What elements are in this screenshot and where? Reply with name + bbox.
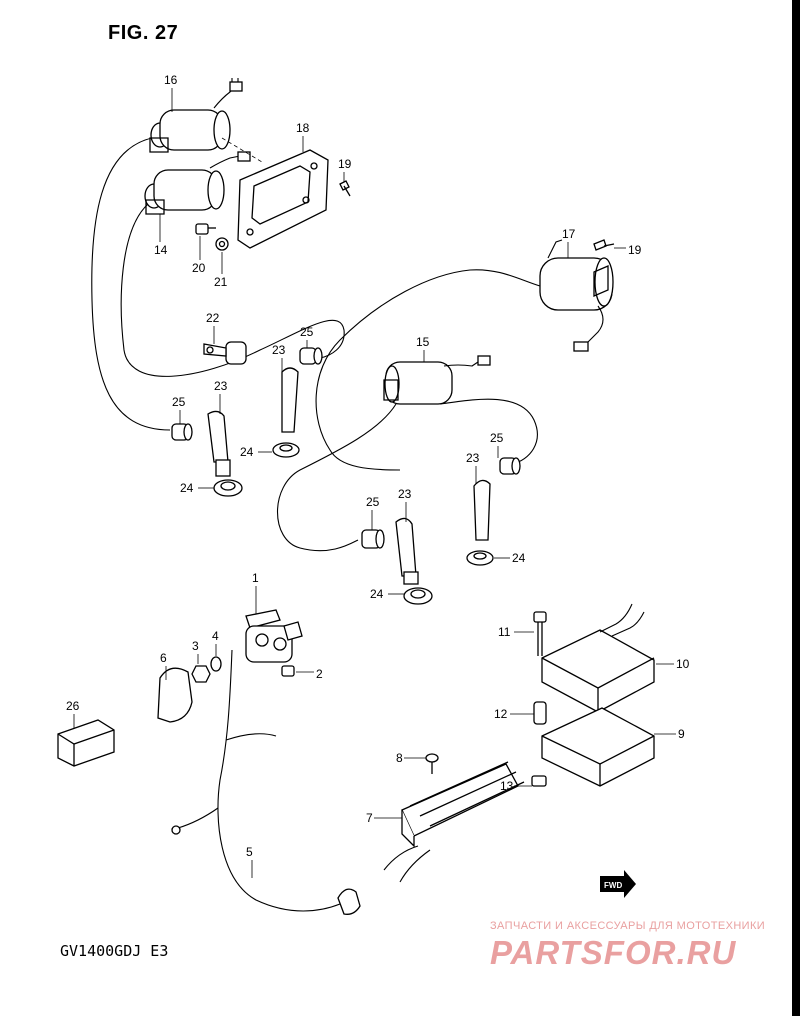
callout-20: 20	[192, 261, 206, 275]
ignition-coil-15[interactable]	[383, 355, 491, 405]
bolt-19-upper[interactable]	[339, 180, 351, 197]
callouts: 16 18 19 14 20 21 17 19 22 25 23 15 23 2…	[66, 73, 690, 878]
callout-5: 5	[246, 845, 253, 859]
nut-3[interactable]	[191, 665, 211, 683]
watermark-tagline: ЗАПЧАСТИ И АКСЕССУАРЫ ДЛЯ МОТОТЕХНИКИ	[490, 920, 766, 932]
seal-24-a[interactable]	[213, 479, 243, 497]
callout-25-c: 25	[490, 431, 504, 445]
callout-19-upper: 19	[338, 157, 352, 171]
callout-13: 13	[500, 779, 514, 793]
callout-3: 3	[192, 639, 199, 653]
callout-14: 14	[154, 243, 168, 257]
spacer-12[interactable]	[533, 701, 547, 725]
callout-7: 7	[366, 811, 373, 825]
seal-24-b[interactable]	[272, 442, 300, 458]
part-26[interactable]	[57, 719, 115, 767]
callout-12: 12	[494, 707, 508, 721]
fwd-label: FWD	[604, 881, 622, 890]
callout-24-b: 24	[240, 445, 254, 459]
screw-8[interactable]	[425, 753, 439, 774]
callout-4: 4	[212, 629, 219, 643]
callout-2: 2	[316, 667, 323, 681]
ignition-coil-17[interactable]	[539, 239, 614, 352]
callout-25-b: 25	[300, 325, 314, 339]
bolt-19-right[interactable]	[593, 239, 615, 251]
callout-15: 15	[416, 335, 430, 349]
seal-24-d[interactable]	[403, 587, 433, 605]
callout-26: 26	[66, 699, 80, 713]
ignitor-unit-10[interactable]	[541, 603, 655, 713]
callout-6: 6	[160, 651, 167, 665]
wire-harness-5[interactable]	[171, 649, 361, 915]
regulator-rectifier-7[interactable]	[383, 761, 525, 883]
plug-cap-23-a[interactable]	[207, 410, 231, 477]
nut-2[interactable]	[281, 665, 295, 677]
coil-bracket-18[interactable]	[237, 149, 329, 249]
callout-21: 21	[214, 275, 228, 289]
callout-25-d: 25	[366, 495, 380, 509]
callout-11: 11	[498, 625, 511, 639]
plug-cap-23-c[interactable]	[473, 479, 491, 541]
boot-25-a[interactable]	[171, 423, 193, 441]
callout-18: 18	[296, 121, 310, 135]
callout-10: 10	[676, 657, 690, 671]
boot-25-d[interactable]	[361, 529, 385, 549]
callout-16: 16	[164, 73, 178, 87]
callout-24-a: 24	[180, 481, 194, 495]
ignition-coil-14[interactable]	[144, 151, 251, 215]
starter-relay-1[interactable]	[245, 609, 303, 663]
callout-23-c: 23	[466, 451, 480, 465]
callout-23-d: 23	[398, 487, 412, 501]
ignition-coil-16[interactable]	[149, 78, 243, 153]
watermark-logo: PARTSFOR.RU	[490, 934, 737, 971]
plug-cap-23-d[interactable]	[395, 517, 419, 585]
callout-8: 8	[396, 751, 403, 765]
washer-21[interactable]	[215, 237, 229, 251]
callout-1: 1	[252, 571, 259, 585]
bolt-20[interactable]	[195, 223, 216, 235]
plug-cap-23-b[interactable]	[281, 367, 299, 433]
washer-4[interactable]	[210, 656, 222, 672]
nut-13[interactable]	[531, 775, 547, 787]
callout-23-b: 23	[272, 343, 286, 357]
callout-24-d: 24	[370, 587, 384, 601]
callout-23-a: 23	[214, 379, 228, 393]
callout-9: 9	[678, 727, 685, 741]
model-code: GV1400GDJ E3	[60, 942, 169, 960]
callout-24-c: 24	[512, 551, 526, 565]
lead-clamp-22[interactable]	[203, 341, 247, 365]
right-border	[792, 0, 800, 1016]
figure-title: FIG. 27	[108, 22, 179, 44]
seal-24-c[interactable]	[466, 550, 494, 566]
callout-25-a: 25	[172, 395, 186, 409]
relay-cover-6[interactable]	[157, 667, 193, 723]
callout-17: 17	[562, 227, 576, 241]
ignitor-unit-9[interactable]	[541, 707, 655, 787]
callout-19-right: 19	[628, 243, 642, 257]
bolt-11[interactable]	[533, 611, 547, 656]
callout-22: 22	[206, 311, 220, 325]
boot-25-c[interactable]	[499, 457, 521, 475]
forward-arrow-icon: FWD	[600, 870, 636, 898]
boot-25-b[interactable]	[299, 347, 323, 365]
